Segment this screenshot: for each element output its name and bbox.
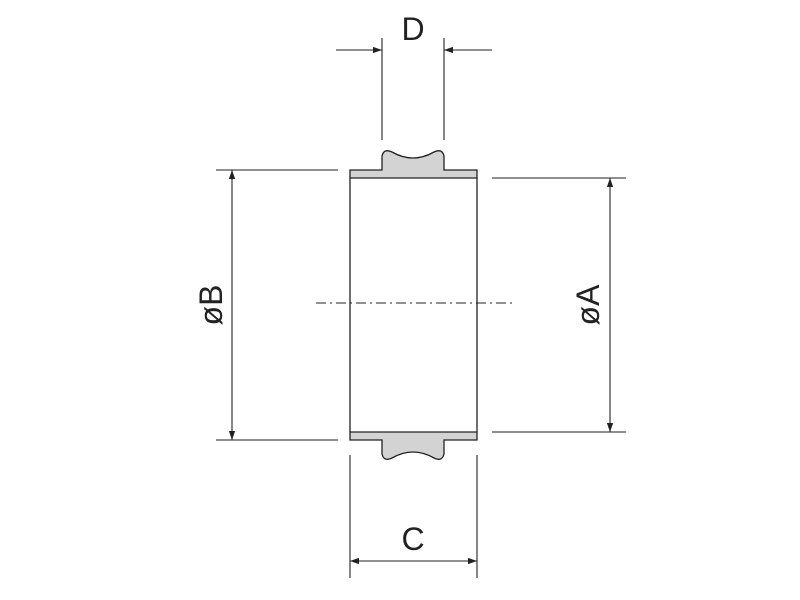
b-label: øB [193, 285, 229, 326]
c-label: C [401, 521, 424, 557]
dimension-a: øA [492, 177, 626, 433]
bottom-flange-section [349, 431, 478, 460]
dimension-d: D [336, 11, 492, 140]
tube-body [349, 178, 478, 432]
d-label: D [401, 11, 424, 47]
dimension-c: C [349, 455, 478, 578]
dimension-b: øB [193, 169, 338, 441]
top-flange-section [349, 150, 478, 179]
a-label: øA [570, 284, 606, 326]
